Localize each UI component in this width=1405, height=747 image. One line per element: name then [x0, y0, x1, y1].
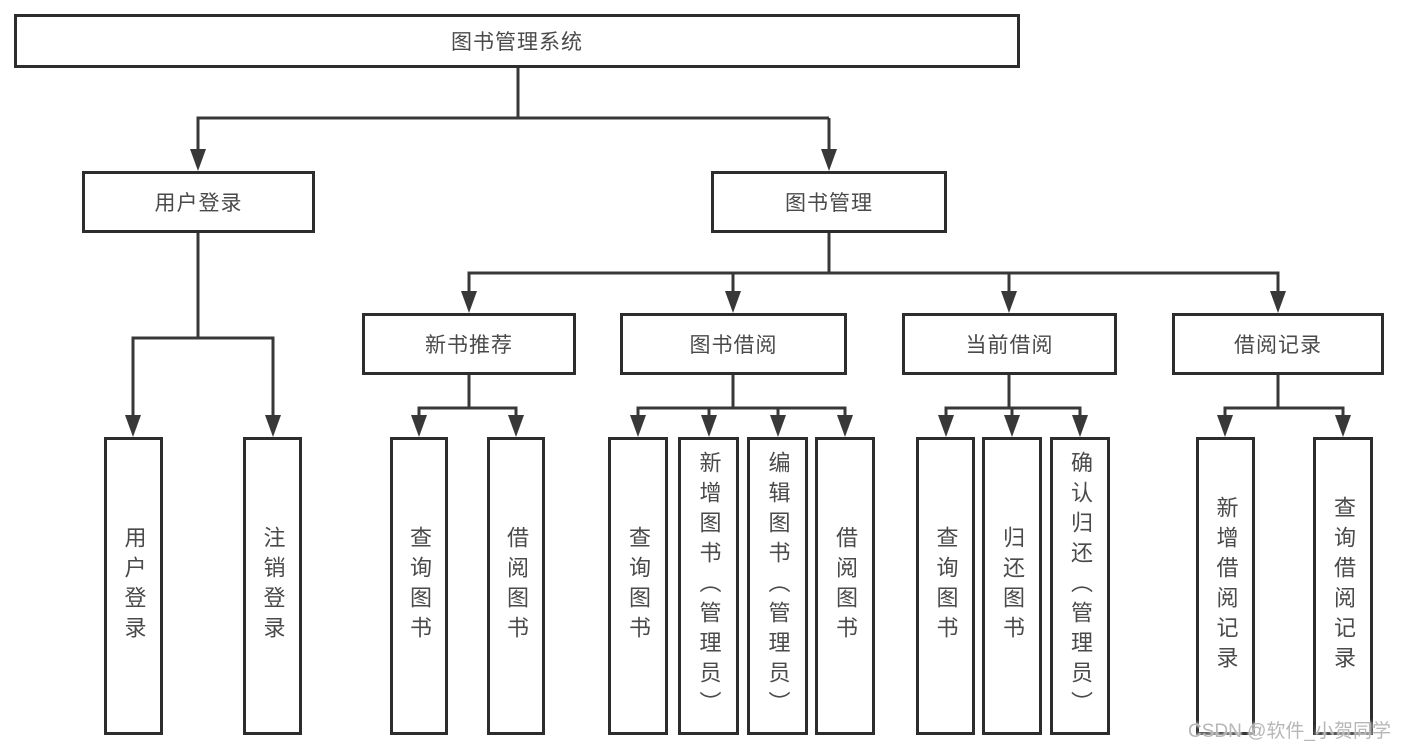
connector-book-management-children — [467, 233, 1280, 293]
leaf-borrow-books: 借阅图书 — [815, 437, 875, 735]
connector-current-borrow-children — [944, 375, 1082, 417]
leaf-return-book: 归还图书 — [982, 437, 1042, 735]
leaf-query-books-recommend-label: 查询图书 — [407, 526, 432, 646]
connector-user-login-children — [131, 233, 275, 417]
leaf-user-login: 用户登录 — [104, 437, 163, 735]
leaf-borrow-books-recommend-label: 借阅图书 — [504, 526, 529, 646]
leaf-query-borrow-record-label: 查询借阅记录 — [1331, 496, 1356, 676]
leaf-query-borrow-record: 查询借阅记录 — [1313, 437, 1373, 735]
leaf-query-books-borrow-label: 查询图书 — [626, 526, 651, 646]
leaf-add-book-admin: 新增图书（管理员） — [678, 437, 739, 735]
leaf-query-books-current: 查询图书 — [916, 437, 975, 735]
leaf-add-borrow-record: 新增借阅记录 — [1196, 437, 1255, 735]
leaf-logout: 注销登录 — [243, 437, 302, 735]
node-current-borrow: 当前借阅 — [902, 313, 1117, 375]
leaf-logout-label: 注销登录 — [260, 526, 286, 646]
leaf-user-login-label: 用户登录 — [121, 526, 147, 646]
leaf-borrow-books-recommend: 借阅图书 — [487, 437, 545, 735]
leaf-add-borrow-record-label: 新增借阅记录 — [1213, 496, 1239, 676]
arrowheads — [125, 149, 1351, 437]
csdn-watermark: CSDN @软件_小贺同学 — [1188, 721, 1391, 742]
connector-book-borrow-children — [636, 375, 847, 417]
leaf-query-books-borrow: 查询图书 — [608, 437, 668, 735]
node-borrow-records: 借阅记录 — [1172, 313, 1384, 375]
connector-new-book-children — [417, 375, 518, 417]
leaf-confirm-return-admin: 确认归还（管理员） — [1050, 437, 1110, 735]
node-book-borrow: 图书借阅 — [620, 313, 847, 375]
node-book-management: 图书管理 — [711, 171, 947, 233]
leaf-edit-book-admin-label: 编辑图书（管理员） — [765, 451, 791, 721]
connector-root-to-level2 — [196, 68, 831, 151]
leaf-query-books-recommend: 查询图书 — [390, 437, 448, 735]
leaf-add-book-admin-label: 新增图书（管理员） — [696, 451, 722, 721]
leaf-query-books-current-label: 查询图书 — [933, 526, 959, 646]
node-user-login: 用户登录 — [82, 171, 315, 233]
node-new-book-recommend: 新书推荐 — [362, 313, 576, 375]
leaf-borrow-books-label: 借阅图书 — [833, 526, 858, 646]
node-root: 图书管理系统 — [14, 14, 1020, 68]
leaf-edit-book-admin: 编辑图书（管理员） — [747, 437, 808, 735]
leaf-return-book-label: 归还图书 — [1000, 526, 1025, 646]
leaf-confirm-return-admin-label: 确认归还（管理员） — [1068, 451, 1093, 721]
connector-borrow-records-children — [1223, 375, 1345, 417]
